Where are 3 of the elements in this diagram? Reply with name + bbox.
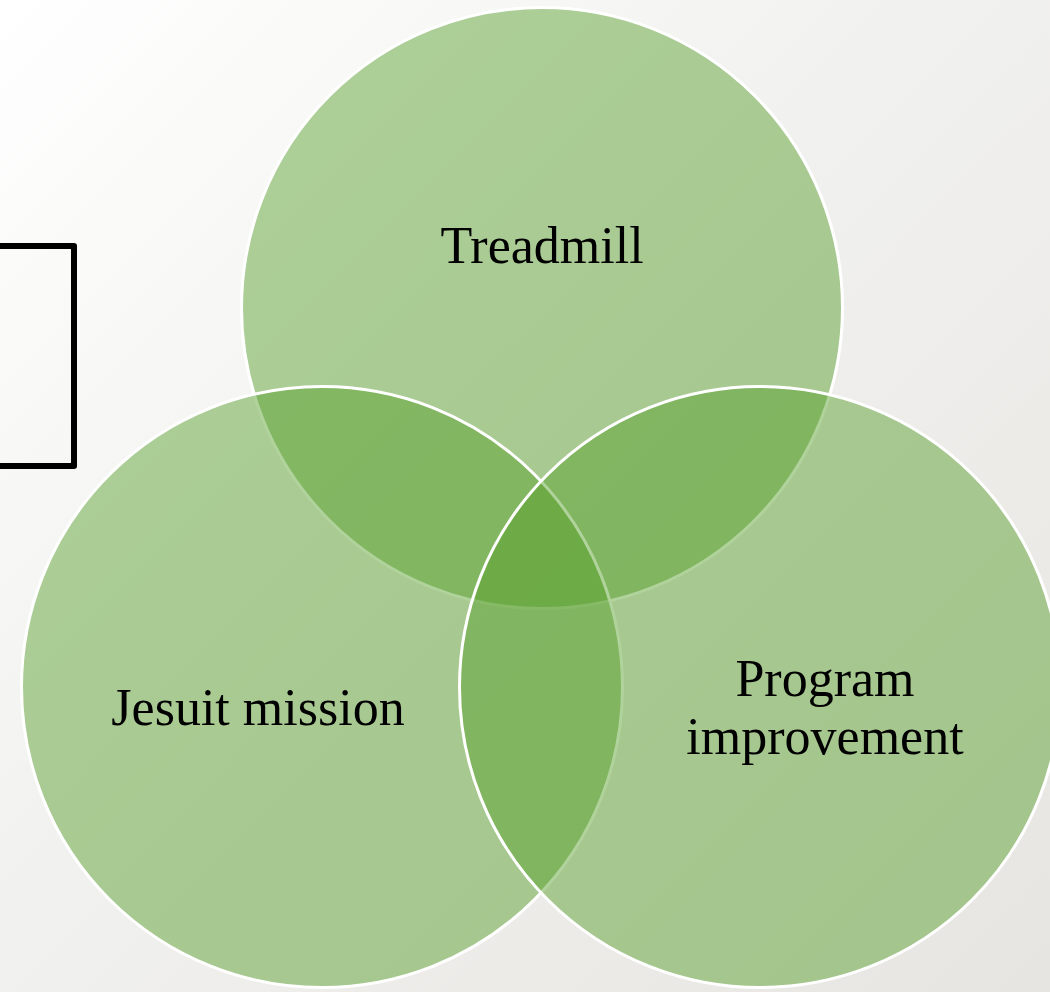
circle-label: Treadmill (440, 216, 644, 276)
circle-label: Program improvement (685, 649, 965, 767)
circle-label: Jesuit mission (111, 678, 405, 738)
